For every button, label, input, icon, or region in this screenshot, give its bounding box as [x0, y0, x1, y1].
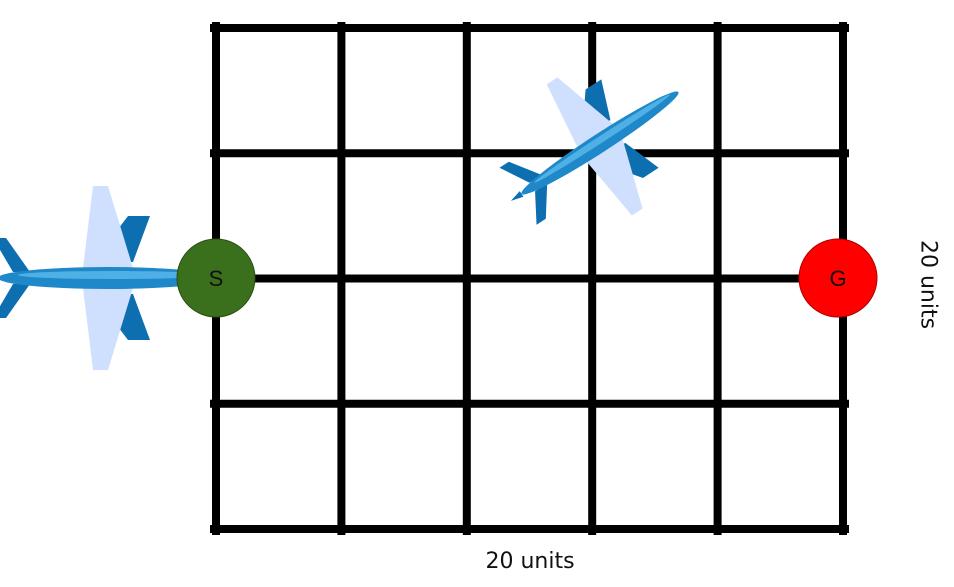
height-label: 20 units — [915, 239, 941, 330]
grid-lines — [210, 22, 849, 535]
width-label: 20 units — [485, 549, 575, 574]
goal-node: G — [798, 238, 878, 318]
goal-node-label: G — [829, 266, 846, 291]
start-node: S — [176, 238, 256, 318]
start-node-label: S — [209, 266, 224, 291]
